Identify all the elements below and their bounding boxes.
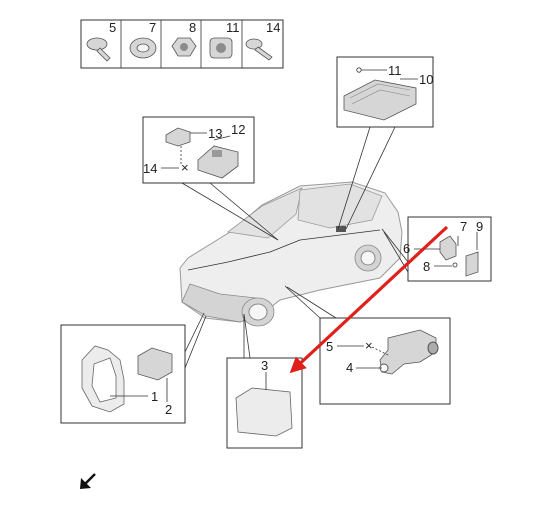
arrow-down-left-icon[interactable] (80, 473, 96, 489)
radar-bracket-panel: × 5 4 (284, 285, 451, 405)
callout-10: 10 (419, 72, 433, 87)
center-control-module-icon[interactable] (235, 387, 293, 437)
callout-8-strip: 8 (189, 20, 196, 35)
control-module-icon[interactable] (343, 79, 417, 121)
sensor-bracket-icon[interactable] (439, 235, 457, 261)
screw-fastener-icon[interactable] (86, 37, 111, 62)
callout-11-roof: 11 (388, 63, 402, 78)
callout-4: 4 (346, 360, 353, 375)
callout-9: 9 (476, 219, 483, 234)
center-module-panel: 3 (226, 313, 303, 449)
callout-1: 1 (151, 389, 158, 404)
callout-3: 3 (261, 358, 268, 373)
camera-bracket-icon[interactable] (165, 127, 191, 147)
callout-6: 6 (403, 241, 410, 256)
bolt-icon[interactable] (245, 38, 273, 61)
callout-5-radar: 5 (326, 339, 333, 354)
callout-7-strip: 7 (149, 20, 156, 35)
callout-7-rear: 7 (460, 219, 467, 234)
front-bracket-module-panel: 1 2 (60, 312, 207, 424)
clip-nut-icon[interactable] (209, 37, 233, 59)
roof-module-panel: 11 10 (336, 56, 434, 230)
rear-bumper-sensor-panel: 6 7 9 8 (381, 216, 492, 282)
callout-5-strip: 5 (109, 20, 116, 35)
highlight-pointer-arrow (289, 225, 449, 374)
radar-bracket-icon[interactable] (379, 329, 437, 375)
windshield-camera-panel: × 13 12 14 (142, 116, 279, 241)
nut-icon[interactable] (171, 37, 197, 57)
grommet-icon[interactable] (129, 37, 157, 59)
rear-sensor-icon[interactable] (465, 251, 479, 277)
svg-text:×: × (365, 338, 373, 353)
callout-11-strip: 11 (226, 20, 240, 35)
camera-unit-icon[interactable] (197, 145, 239, 179)
roof-module-location-marker (336, 226, 346, 232)
callout-14-strip: 14 (266, 20, 280, 35)
vehicle-illustration (179, 181, 403, 327)
svg-text:×: × (181, 160, 189, 175)
front-control-module-icon[interactable] (137, 347, 173, 381)
callout-13: 13 (208, 126, 222, 141)
fastener-strip: 5 7 8 11 14 (80, 19, 284, 69)
callout-8-rear: 8 (423, 259, 430, 274)
windshield-camera-frame (142, 116, 255, 184)
callout-2: 2 (165, 402, 172, 417)
callout-14-camera: 14 (143, 161, 157, 176)
callout-12: 12 (231, 122, 245, 137)
